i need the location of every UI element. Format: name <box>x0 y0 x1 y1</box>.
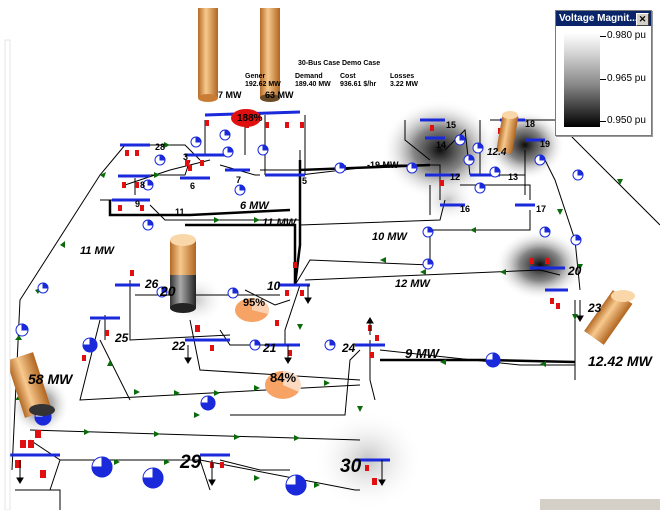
svg-text:10: 10 <box>267 279 281 293</box>
flow-label: 10 MW <box>372 231 408 243</box>
summary-losses-label: Losses <box>390 73 414 80</box>
buses <box>10 110 568 462</box>
svg-text:19: 19 <box>540 139 550 149</box>
summary-gen-value: 192.62 MW <box>245 81 281 88</box>
svg-text:26: 26 <box>144 277 159 291</box>
voltage-legend-window[interactable]: Voltage Magnit... ✕ 0.980 pu 0.965 pu 0.… <box>555 10 652 136</box>
flow-label: 6 MW <box>240 200 270 212</box>
bus-labels: 10 26 25 22 21 24 20 23 <box>114 264 602 355</box>
svg-text:16: 16 <box>460 204 470 214</box>
flow-label: 12 MW <box>395 278 431 290</box>
summary-cost-value: 936.61 $/hr <box>340 81 376 88</box>
gen-mw-label: 12.4 <box>487 147 507 158</box>
voltage-contour <box>495 230 585 300</box>
svg-text:22: 22 <box>171 339 186 353</box>
svg-text:18: 18 <box>525 119 535 129</box>
svg-text:7: 7 <box>236 175 241 185</box>
flow-label: 11 MW <box>262 217 298 229</box>
generator-cylinder[interactable] <box>496 111 519 155</box>
svg-text:8: 8 <box>140 180 145 190</box>
svg-text:84%: 84% <box>270 370 296 385</box>
svg-text:21: 21 <box>262 341 277 355</box>
generator-cylinder[interactable] <box>198 8 218 102</box>
generator-cylinder[interactable] <box>584 290 635 345</box>
svg-text:17: 17 <box>536 204 546 214</box>
left-scroll-edge <box>4 39 11 510</box>
line-loading-pie[interactable]: 95% <box>235 297 269 322</box>
svg-text:12: 12 <box>450 172 460 182</box>
svg-text:95%: 95% <box>243 297 265 309</box>
legend-tick <box>600 121 606 122</box>
legend-tick-label: 0.950 pu <box>607 115 646 126</box>
svg-text:24: 24 <box>341 341 356 355</box>
svg-text:5: 5 <box>302 176 307 186</box>
gen-mw-label: 20 <box>159 283 176 299</box>
gen1-loading: 188% <box>237 113 263 124</box>
summary-demand-value: 189.40 MW <box>295 81 331 88</box>
summary-cost-label: Cost <box>340 73 356 80</box>
gen-mw-label: 58 MW <box>28 371 74 387</box>
load-arrows <box>16 285 584 486</box>
bus-labels: 28 3 6 7 5 8 9 11 15 14 12 13 16 17 18 1… <box>135 119 550 217</box>
summary-demand-label: Demand <box>295 73 323 80</box>
legend-tick <box>600 36 606 37</box>
breakers[interactable] <box>15 120 560 485</box>
svg-text:15: 15 <box>446 120 456 130</box>
svg-text:9: 9 <box>135 199 140 209</box>
flow-label: 9 MW <box>405 346 441 361</box>
svg-text:20: 20 <box>567 264 582 278</box>
generator-cylinder[interactable] <box>6 352 55 418</box>
voltage-contour <box>420 178 476 222</box>
svg-text:28: 28 <box>155 142 165 152</box>
legend-tick-label: 0.980 pu <box>607 30 646 41</box>
svg-text:14: 14 <box>436 140 446 150</box>
legend-tick-label: 0.965 pu <box>607 73 646 84</box>
svg-text:6: 6 <box>190 181 195 191</box>
flow-label: 11 MW <box>80 245 116 257</box>
generator-cylinder[interactable] <box>170 234 196 313</box>
gen-mw-label: 7 MW <box>218 90 242 100</box>
voltage-contour <box>382 100 498 200</box>
svg-text:13: 13 <box>508 172 518 182</box>
line-loading-pie[interactable]: 84% <box>265 370 302 399</box>
svg-text:11: 11 <box>175 207 185 217</box>
bus-label-30: 30 <box>340 456 362 477</box>
gen-mw-label: 12.42 MW <box>588 353 654 369</box>
case-title: 30-Bus Case Demo Case <box>298 60 380 67</box>
generator-loading-pie[interactable] <box>231 109 261 127</box>
flow-pies[interactable] <box>15 129 584 496</box>
svg-text:23: 23 <box>587 301 602 315</box>
flow-arrows <box>15 117 623 488</box>
legend-title: Voltage Magnit... <box>556 11 651 26</box>
status-bar <box>540 498 660 510</box>
generator-cylinder[interactable] <box>260 8 280 102</box>
summary-gen-label: Gener <box>245 73 266 80</box>
gen-mw-label: 63 MW <box>265 90 294 100</box>
bus-label-29: 29 <box>179 452 202 473</box>
summary-losses-value: 3.22 MW <box>390 81 418 88</box>
svg-text:25: 25 <box>114 331 129 345</box>
voltage-gradient-bar <box>564 33 600 127</box>
legend-tick <box>600 79 606 80</box>
close-icon[interactable]: ✕ <box>636 13 649 26</box>
flow-label: -19 MW <box>367 160 399 170</box>
svg-text:3: 3 <box>183 152 188 162</box>
